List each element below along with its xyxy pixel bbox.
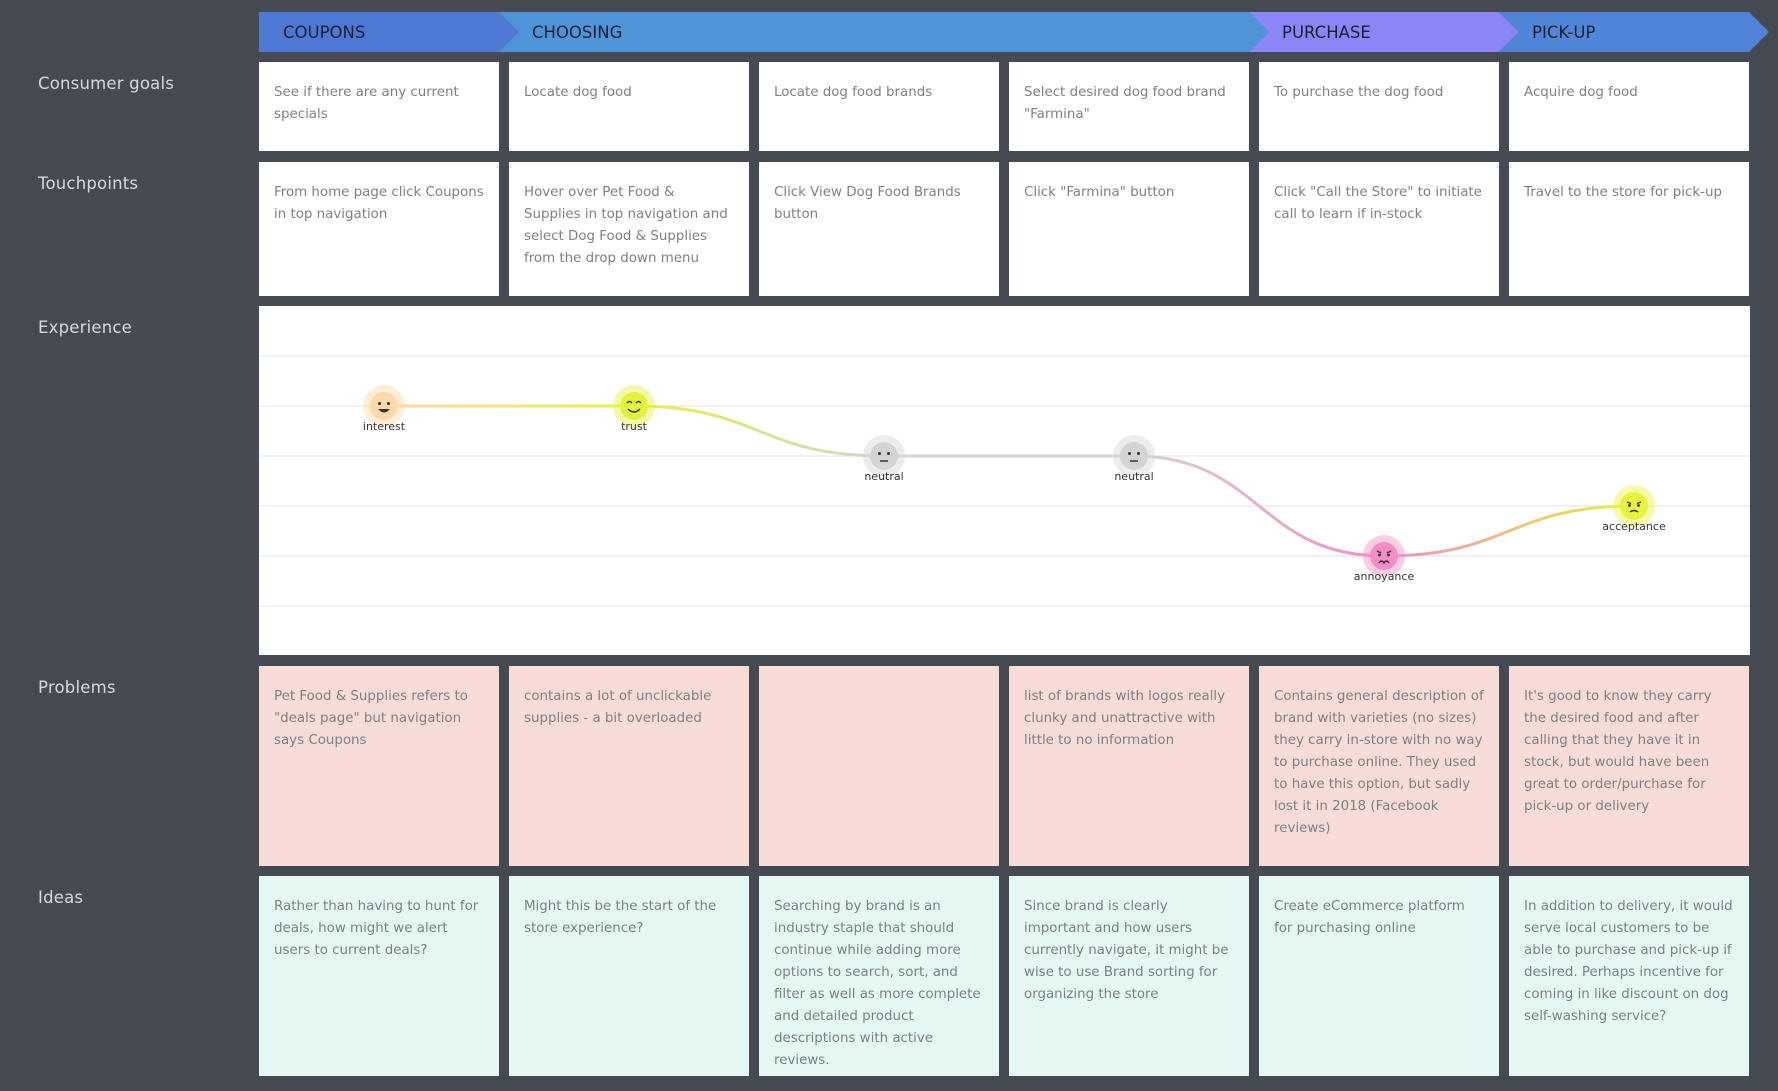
touchpoint-card[interactable]: Hover over Pet Food & Supplies in top na… [509, 162, 749, 296]
experience-curve [384, 404, 1635, 558]
problem-card[interactable]: It's good to know they carry the desired… [1509, 666, 1749, 866]
emotion-label: interest [363, 420, 406, 433]
idea-card[interactable]: Since brand is clearly important and how… [1009, 876, 1249, 1076]
goal-card[interactable]: Acquire dog food [1509, 62, 1749, 151]
experience-chart: interest trust neutral neutral annoyance acce… [259, 306, 1750, 655]
touchpoint-card[interactable]: From home page click Coupons in top navi… [259, 162, 499, 296]
experience-curve-svg: interest trust neutral neutral annoyance acce… [259, 355, 1750, 607]
problem-card[interactable]: contains a lot of unclickable supplies -… [509, 666, 749, 866]
idea-card[interactable]: Searching by brand is an industry staple… [759, 876, 999, 1076]
phase-choosing[interactable]: CHOOSING [499, 12, 1269, 52]
emotion-label: neutral [864, 470, 903, 483]
row-label-ideas: Ideas [38, 888, 84, 907]
emotion-label: neutral [1114, 470, 1153, 483]
phase-purchase-label: PURCHASE [1282, 22, 1371, 42]
touchpoint-card[interactable]: Click "Farmina" button [1009, 162, 1249, 296]
problem-card[interactable]: list of brands with logos really clunky … [1009, 666, 1249, 866]
phase-pick-up[interactable]: PICK-UP [1499, 12, 1769, 52]
goal-card[interactable]: Locate dog food [509, 62, 749, 151]
neutral-face-icon[interactable] [1113, 435, 1155, 477]
row-label-experience: Experience [38, 318, 133, 337]
phase-header: COUPONS CHOOSING PURCHASE PICK-UP [259, 12, 1769, 52]
idea-card[interactable]: In addition to delivery, it would serve … [1509, 876, 1749, 1076]
sad-face-icon[interactable] [1363, 535, 1405, 577]
touchpoint-card[interactable]: Travel to the store for pick-up [1509, 162, 1749, 296]
row-label-problems: Problems [38, 678, 116, 697]
emotion-label: trust [621, 420, 648, 433]
problem-card[interactable]: Contains general description of brand wi… [1259, 666, 1499, 866]
goal-card[interactable]: Select desired dog food brand "Farmina" [1009, 62, 1249, 151]
idea-card[interactable]: Rather than having to hunt for deals, ho… [259, 876, 499, 1076]
goal-card[interactable]: Locate dog food brands [759, 62, 999, 151]
meh-face-icon[interactable] [1613, 485, 1655, 527]
neutral-face-icon[interactable] [863, 435, 905, 477]
phase-pick-up-label: PICK-UP [1532, 22, 1596, 42]
goal-card[interactable]: To purchase the dog food [1259, 62, 1499, 151]
phase-coupons[interactable]: COUPONS [259, 12, 522, 52]
phase-purchase[interactable]: PURCHASE [1249, 12, 1519, 52]
phase-choosing-label: CHOOSING [532, 22, 623, 42]
emotion-label: acceptance [1602, 520, 1666, 533]
phase-coupons-label: COUPONS [283, 22, 366, 42]
touchpoint-card[interactable]: Click "Call the Store" to initiate call … [1259, 162, 1499, 296]
idea-card[interactable]: Might this be the start of the store exp… [509, 876, 749, 1076]
idea-card[interactable]: Create eCommerce platform for purchasing… [1259, 876, 1499, 1076]
goal-card[interactable]: See if there are any current specials [259, 62, 499, 151]
grin-face-icon[interactable] [363, 385, 405, 427]
emotion-label: annoyance [1354, 570, 1415, 583]
touchpoint-card[interactable]: Click View Dog Food Brands button [759, 162, 999, 296]
wink-face-icon[interactable] [613, 385, 655, 427]
problem-card[interactable] [759, 666, 999, 866]
row-label-touchpoints: Touchpoints [38, 174, 139, 193]
row-label-consumer-goals: Consumer goals [38, 74, 175, 93]
problem-card[interactable]: Pet Food & Supplies refers to "deals pag… [259, 666, 499, 866]
